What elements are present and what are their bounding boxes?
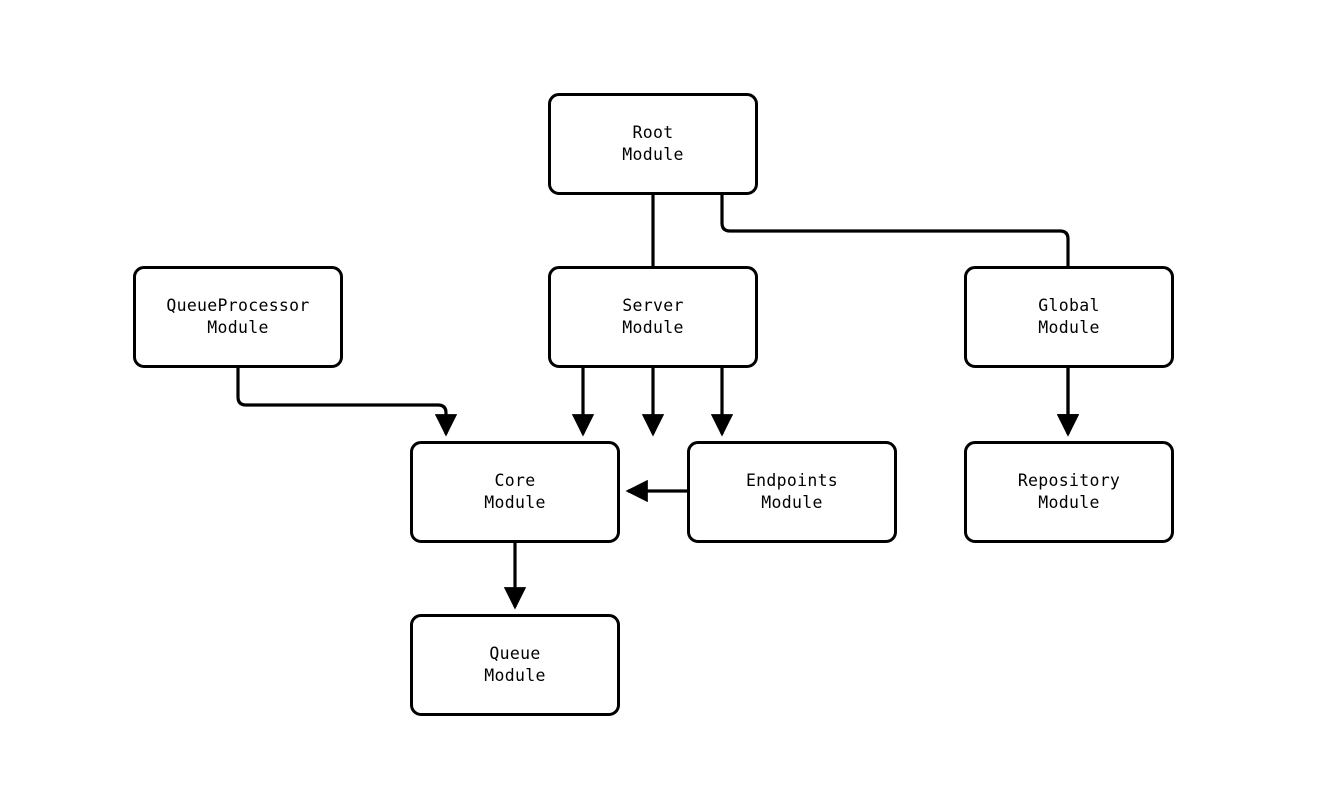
node-label-line1: Core — [494, 471, 536, 490]
node-label-line1: Endpoints — [745, 471, 839, 490]
node-label-line1: QueueProcessor — [166, 296, 310, 315]
node-label-line2: Module — [1038, 318, 1100, 337]
node-label-line2: Module — [484, 666, 546, 685]
node-label-line2: Module — [622, 145, 684, 164]
edge-queueprocessor-to-core — [236, 368, 458, 437]
node-label-line1: Root — [632, 123, 674, 142]
node-label-line2: Module — [207, 318, 269, 337]
node-label-line1: Queue — [489, 644, 541, 663]
node-label-line2: Module — [622, 318, 684, 337]
node-label-line2: Module — [761, 493, 823, 512]
node-label-line1: Repository — [1017, 471, 1121, 490]
node-label-line1: Server — [622, 296, 684, 315]
node-label-line2: Module — [484, 493, 546, 512]
node-label-line2: Module — [1038, 493, 1100, 512]
node-label-line1: Global — [1038, 296, 1100, 315]
